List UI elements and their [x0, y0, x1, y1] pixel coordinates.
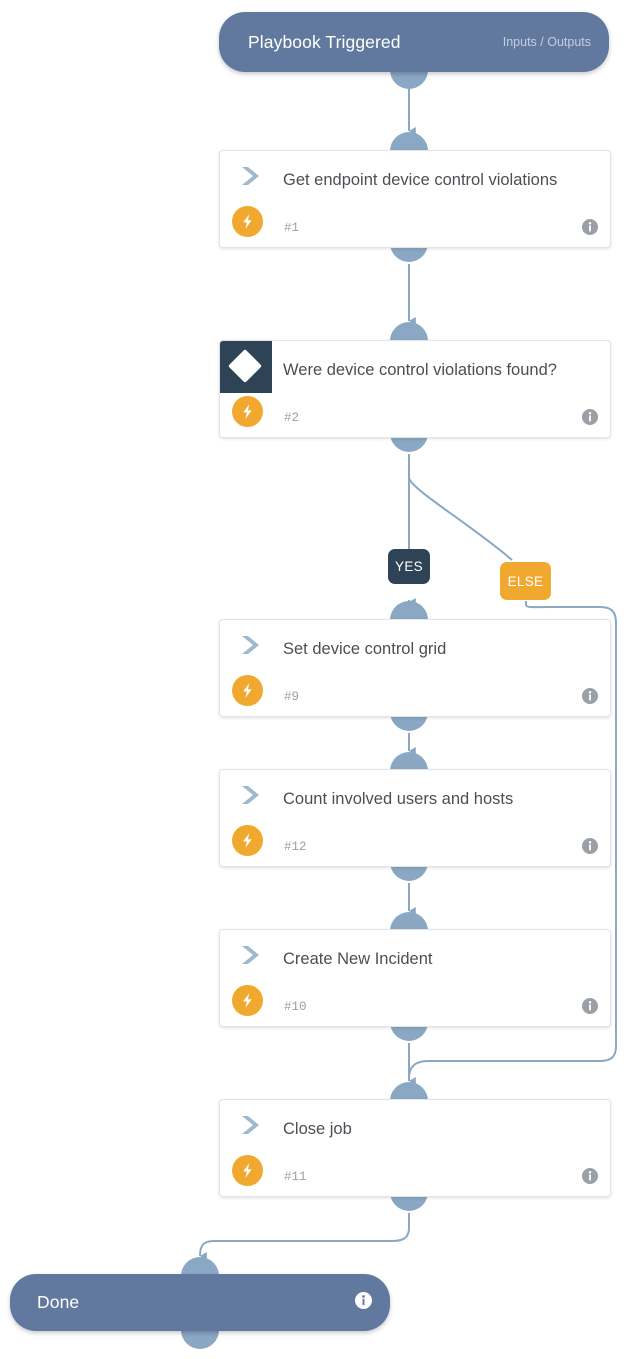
node-step-number: #2 — [284, 411, 300, 425]
node-done[interactable]: Done — [10, 1274, 390, 1331]
node-step-number: #12 — [284, 840, 307, 854]
lightning-bolt-icon — [232, 1155, 263, 1186]
lightning-bolt-icon — [232, 206, 263, 237]
info-icon[interactable] — [355, 1291, 372, 1314]
diamond-icon — [220, 341, 272, 393]
port-in-9[interactable] — [390, 601, 428, 620]
lightning-bolt-icon — [232, 985, 263, 1016]
chevron-right-icon — [238, 944, 264, 966]
node-count-involved-users-and-hosts[interactable]: Count involved users and hosts #12 — [219, 769, 611, 867]
node-playbook-triggered[interactable]: Playbook Triggered Inputs / Outputs — [219, 12, 609, 72]
port-in-1[interactable] — [390, 132, 428, 151]
end-node-label: Done — [37, 1292, 80, 1312]
info-icon[interactable] — [582, 1168, 598, 1184]
lightning-bolt-icon — [232, 825, 263, 856]
node-were-device-control-violations-found[interactable]: Were device control violations found? #2 — [219, 340, 611, 438]
lightning-bolt-icon — [232, 675, 263, 706]
start-node-meta: Inputs / Outputs — [502, 35, 591, 49]
branch-label-yes: YES — [395, 559, 423, 574]
chevron-right-icon — [238, 1114, 264, 1136]
port-out-start[interactable] — [390, 70, 428, 89]
port-in-done[interactable] — [181, 1257, 219, 1276]
info-icon[interactable] — [582, 838, 598, 854]
node-close-job[interactable]: Close job #11 — [219, 1099, 611, 1197]
info-icon[interactable] — [582, 219, 598, 235]
info-icon[interactable] — [582, 998, 598, 1014]
branch-badge-else[interactable]: ELSE — [500, 562, 551, 600]
info-icon[interactable] — [582, 409, 598, 425]
info-icon[interactable] — [582, 688, 598, 704]
port-out-done[interactable] — [181, 1330, 219, 1349]
node-title: Count involved users and hosts — [283, 790, 514, 808]
node-title: Were device control violations found? — [283, 361, 557, 379]
node-step-number: #9 — [284, 690, 300, 704]
port-in-2[interactable] — [390, 322, 428, 341]
branch-badge-yes[interactable]: YES — [388, 549, 430, 584]
chevron-right-icon — [238, 634, 264, 656]
node-create-new-incident[interactable]: Create New Incident #10 — [219, 929, 611, 1027]
node-step-number: #10 — [284, 1000, 307, 1014]
branch-label-else: ELSE — [507, 573, 544, 589]
port-in-11[interactable] — [390, 1082, 428, 1101]
edge-else-branch — [408, 477, 513, 561]
start-node-label: Playbook Triggered — [248, 31, 401, 52]
node-get-endpoint-device-control-violations[interactable]: Get endpoint device control violations #… — [219, 150, 611, 248]
chevron-right-icon — [238, 784, 264, 806]
edge-11-to-done — [199, 1213, 410, 1261]
node-title: Get endpoint device control violations — [283, 171, 558, 189]
node-step-number: #11 — [284, 1170, 307, 1184]
node-title: Set device control grid — [283, 640, 447, 658]
lightning-bolt-icon — [232, 396, 263, 427]
node-step-number: #1 — [284, 221, 300, 235]
node-title: Create New Incident — [283, 950, 433, 968]
node-set-device-control-grid[interactable]: Set device control grid #9 — [219, 619, 611, 717]
chevron-right-icon — [238, 165, 264, 187]
node-title: Close job — [283, 1120, 352, 1138]
